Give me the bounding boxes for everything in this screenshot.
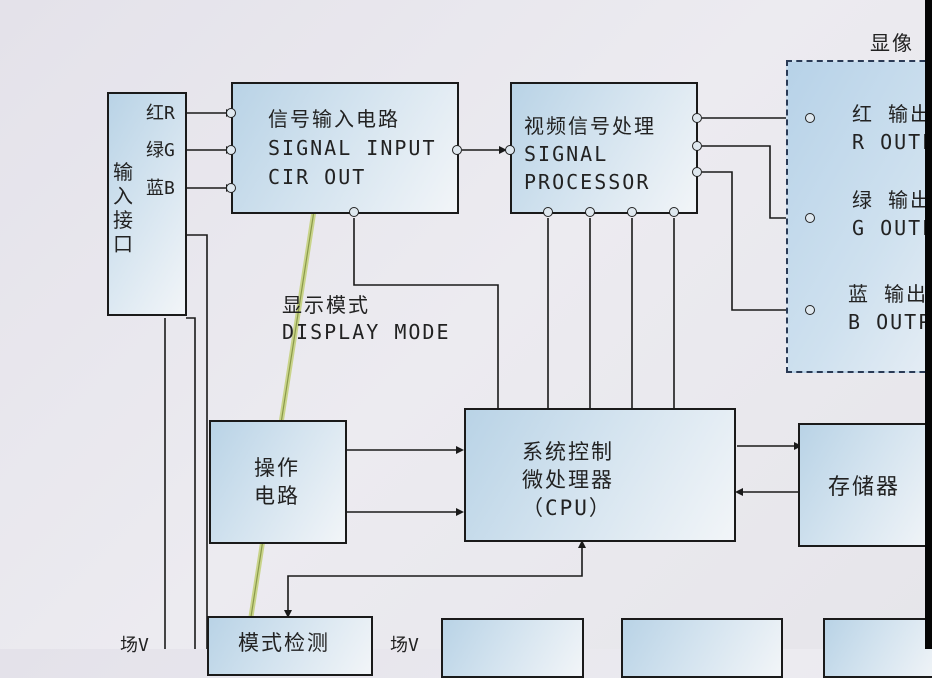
signal-input-pin-mode [349, 207, 359, 217]
processor-pin-ctrl-3 [627, 207, 637, 217]
display-mode-label: 显示模式 DISPLAY MODE [282, 293, 451, 344]
signal-input-pin-g [226, 145, 236, 155]
b-output-label: 蓝 输出 B OUTP [848, 282, 932, 334]
r-output-pin [805, 113, 815, 123]
display-section-title: 显像 [870, 31, 914, 55]
processor-pin-ctrl-1 [543, 207, 553, 217]
red-input-label: 红R [146, 103, 175, 124]
port-line-2 [186, 317, 196, 649]
processor-pin-in [505, 145, 515, 155]
bottom-block-4 [621, 618, 783, 678]
processor-block [510, 82, 698, 214]
green-input-label: 绿G [146, 140, 175, 161]
r-output-label: 红 输出 R OUTP [852, 102, 932, 154]
b-output-line [702, 171, 800, 311]
bottom-right-label: 场V [390, 635, 419, 656]
bottom-left-label: 场V [120, 635, 149, 656]
signal-input-pin-r [226, 108, 236, 118]
processor-pin-r [692, 113, 702, 123]
frame-edge [925, 0, 932, 649]
processor-pin-ctrl-2 [585, 207, 595, 217]
processor-pin-b [692, 167, 702, 177]
b-output-pin [805, 305, 815, 315]
processor-pin-ctrl-4 [669, 207, 679, 217]
operation-label: 操作 电路 [254, 456, 300, 508]
signal-input-block [231, 82, 459, 214]
processor-label: 视频信号处理 SIGNAL PROCESSOR [524, 114, 656, 194]
g-output-label: 绿 输出 G OUTP [852, 188, 932, 240]
memory-label: 存储器 [828, 475, 901, 500]
mode-detect-label: 模式检测 [238, 631, 330, 655]
operation-block [209, 420, 347, 544]
signal-input-pin-out [452, 145, 462, 155]
g-output-line [702, 145, 800, 219]
signal-input-pin-b [226, 183, 236, 193]
cable-artifact [243, 184, 321, 649]
display-mode-line [353, 218, 499, 408]
blue-input-label: 蓝B [146, 178, 175, 199]
bottom-block-3 [441, 618, 584, 678]
bottom-block-5 [823, 618, 932, 678]
port-line-1 [186, 234, 208, 649]
processor-pin-g [692, 141, 702, 151]
cpu-block [464, 408, 736, 542]
cpu-mode-line [287, 542, 583, 616]
memory-block [798, 423, 932, 547]
signal-input-label: 信号输入电路 SIGNAL INPUT CIR OUT [268, 107, 437, 189]
g-output-pin [805, 213, 815, 223]
cpu-label: 系统控制 微处理器 （CPU） [522, 440, 614, 520]
input-port-label: 输 入 接 口 [113, 160, 135, 256]
input-port-block [107, 92, 187, 316]
